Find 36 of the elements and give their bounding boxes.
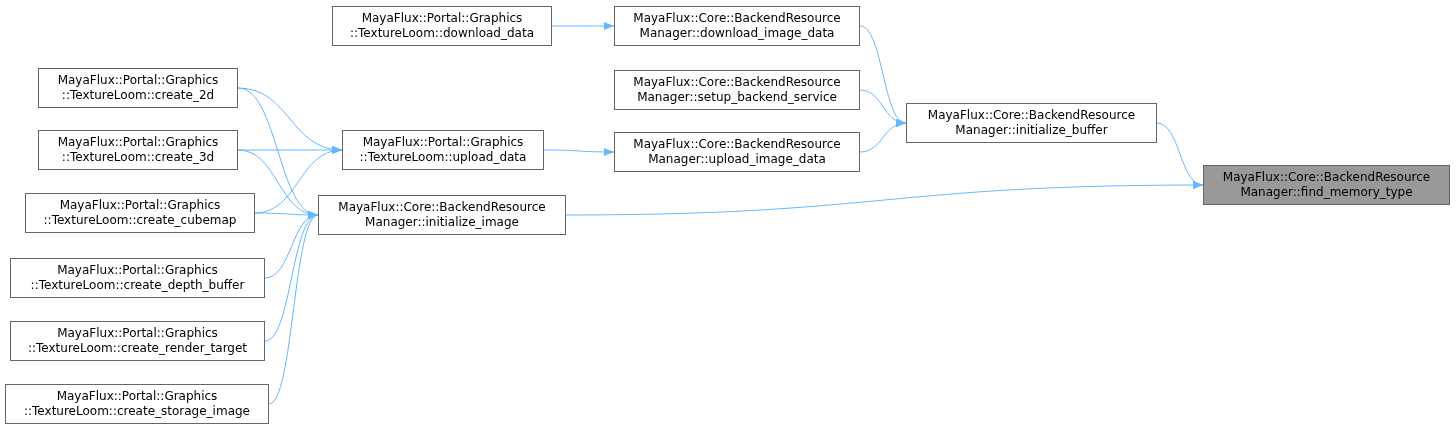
function-name: MayaFlux::Core::BackendResource Manager::setup_backend_service [632, 75, 842, 105]
function-name: MayaFlux::Portal::Graphics ::TextureLoom::create_depth_buffer [29, 263, 246, 293]
function-name: MayaFlux::Core::BackendResource Manager::initialize_image [337, 200, 547, 230]
function-name: MayaFlux::Portal::Graphics ::TextureLoom::create_cubemap [42, 198, 238, 228]
function-box [38, 68, 238, 108]
function-box [342, 130, 544, 170]
function-box [906, 103, 1157, 143]
arrow [254, 147, 343, 214]
function-box [332, 6, 552, 46]
arrow [268, 214, 319, 405]
function-box [38, 130, 238, 170]
function-name: MayaFlux::Portal::Graphics ::TextureLoom::create_render_target [26, 326, 249, 356]
function-box [614, 70, 860, 110]
function-name: MayaFlux::Portal::Graphics ::TextureLoom::create_storage_image [23, 389, 251, 419]
arrow [859, 89, 907, 126]
arrow [543, 147, 615, 156]
function-box [5, 384, 269, 424]
function-box [1203, 165, 1450, 205]
function-name: MayaFlux::Core::BackendResource Manager::initialize_buffer [926, 108, 1137, 138]
function-name: MayaFlux::Core::BackendResource Manager::find_memory_type [1221, 170, 1432, 200]
function-name: MayaFlux::Core::BackendResource Manager::download_image_data [632, 11, 842, 41]
function-name: MayaFlux::Portal::Graphics ::TextureLoom::download_data [349, 11, 535, 41]
arrow [1156, 122, 1204, 187]
function-box [10, 258, 265, 298]
function-box [614, 6, 860, 46]
arrow [565, 181, 1204, 216]
function-name: MayaFlux::Core::BackendResource Manager::upload_image_data [632, 137, 842, 167]
function-box [614, 132, 860, 172]
function-box [10, 321, 265, 361]
function-name: MayaFlux::Portal::Graphics ::TextureLoom::create_3d [56, 135, 220, 165]
arrow [859, 120, 907, 153]
function-box [318, 195, 566, 235]
function-box [25, 193, 255, 233]
arrow [551, 22, 615, 30]
function-name: MayaFlux::Portal::Graphics ::TextureLoom::upload_data [358, 135, 528, 165]
function-name: MayaFlux::Portal::Graphics ::TextureLoom::create_2d [56, 73, 220, 103]
